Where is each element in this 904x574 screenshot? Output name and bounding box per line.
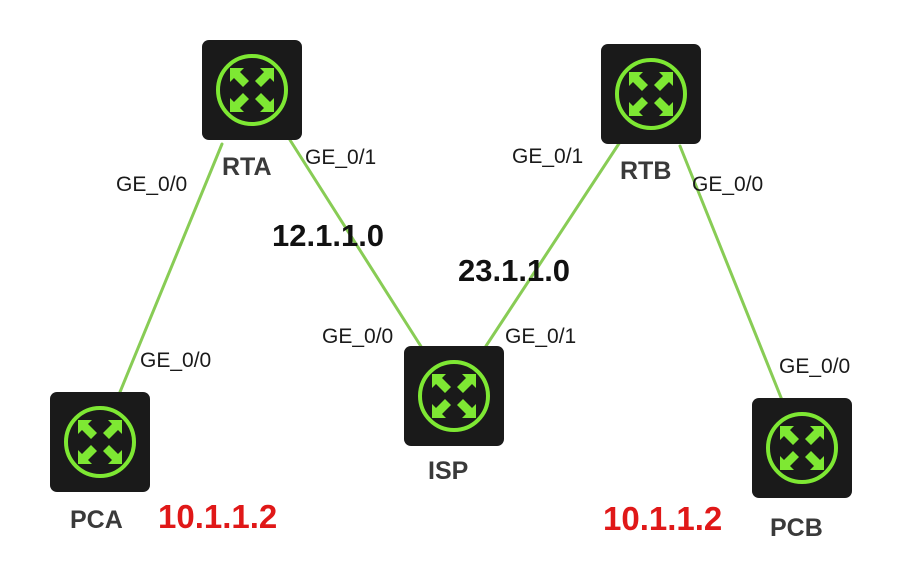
device-name-rta: RTA <box>222 153 272 181</box>
device-name-rtb: RTB <box>620 157 671 185</box>
router-isp <box>404 346 504 446</box>
address-pca: 10.1.1.2 <box>158 498 277 535</box>
iface-pcb-ge00: GE_0/0 <box>779 355 850 378</box>
iface-pca-ge00: GE_0/0 <box>140 349 211 372</box>
device-name-isp: ISP <box>428 457 468 485</box>
network-label-rta-isp: 12.1.1.0 <box>272 218 384 253</box>
device-pcb <box>752 398 852 498</box>
device-pca <box>50 392 150 492</box>
iface-rtb-ge01: GE_0/1 <box>512 145 583 168</box>
iface-isp-ge01: GE_0/1 <box>505 325 576 348</box>
device-name-pcb: PCB <box>770 514 823 542</box>
link-rtb-pcb <box>678 144 784 402</box>
address-pcb: 10.1.1.2 <box>603 500 722 537</box>
network-label-isp-rtb: 23.1.1.0 <box>458 253 570 288</box>
device-name-pca: PCA <box>70 506 123 534</box>
iface-rtb-ge00: GE_0/0 <box>692 173 763 196</box>
router-rta <box>202 40 302 140</box>
iface-rta-ge00: GE_0/0 <box>116 173 187 196</box>
iface-rta-ge01: GE_0/1 <box>305 146 376 169</box>
router-rtb <box>601 44 701 144</box>
iface-isp-ge00: GE_0/0 <box>322 325 393 348</box>
link-pca-rta <box>118 142 224 394</box>
link-rta-isp <box>288 138 424 350</box>
link-isp-rtb <box>484 140 622 348</box>
